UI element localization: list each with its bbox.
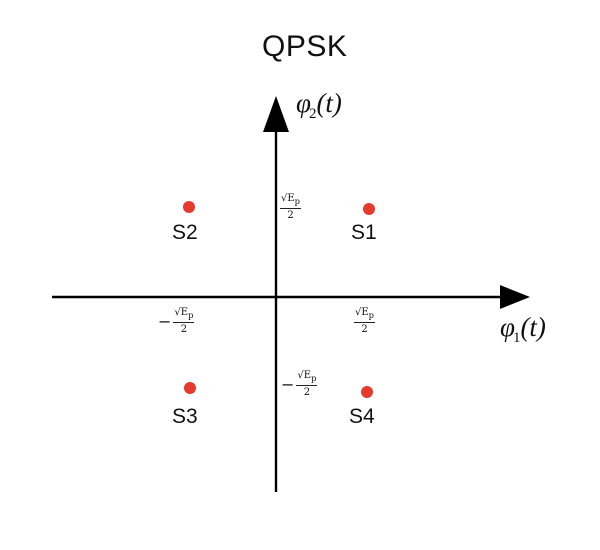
point-s3 [184,382,196,394]
tick-x-negative: − √Ep 2 [158,307,195,335]
tick-y-negative: − √Ep 2 [281,370,318,398]
x-axis-arrowhead [500,285,530,309]
y-axis-arrowhead [263,96,289,132]
tick-x-positive: √Ep 2 [354,307,376,335]
point-s1 [363,203,375,215]
diagram-title: QPSK [262,30,348,63]
point-label-s3: S3 [172,405,198,428]
point-label-s4: S4 [349,405,375,428]
point-s2 [183,201,195,213]
tick-y-positive: √Ep 2 [280,193,302,221]
point-label-s1: S1 [351,221,377,244]
point-s4 [361,386,373,398]
point-label-s2: S2 [172,221,198,244]
y-axis-label: φ2(t) [296,88,342,122]
x-axis-label: φ1(t) [500,312,546,346]
